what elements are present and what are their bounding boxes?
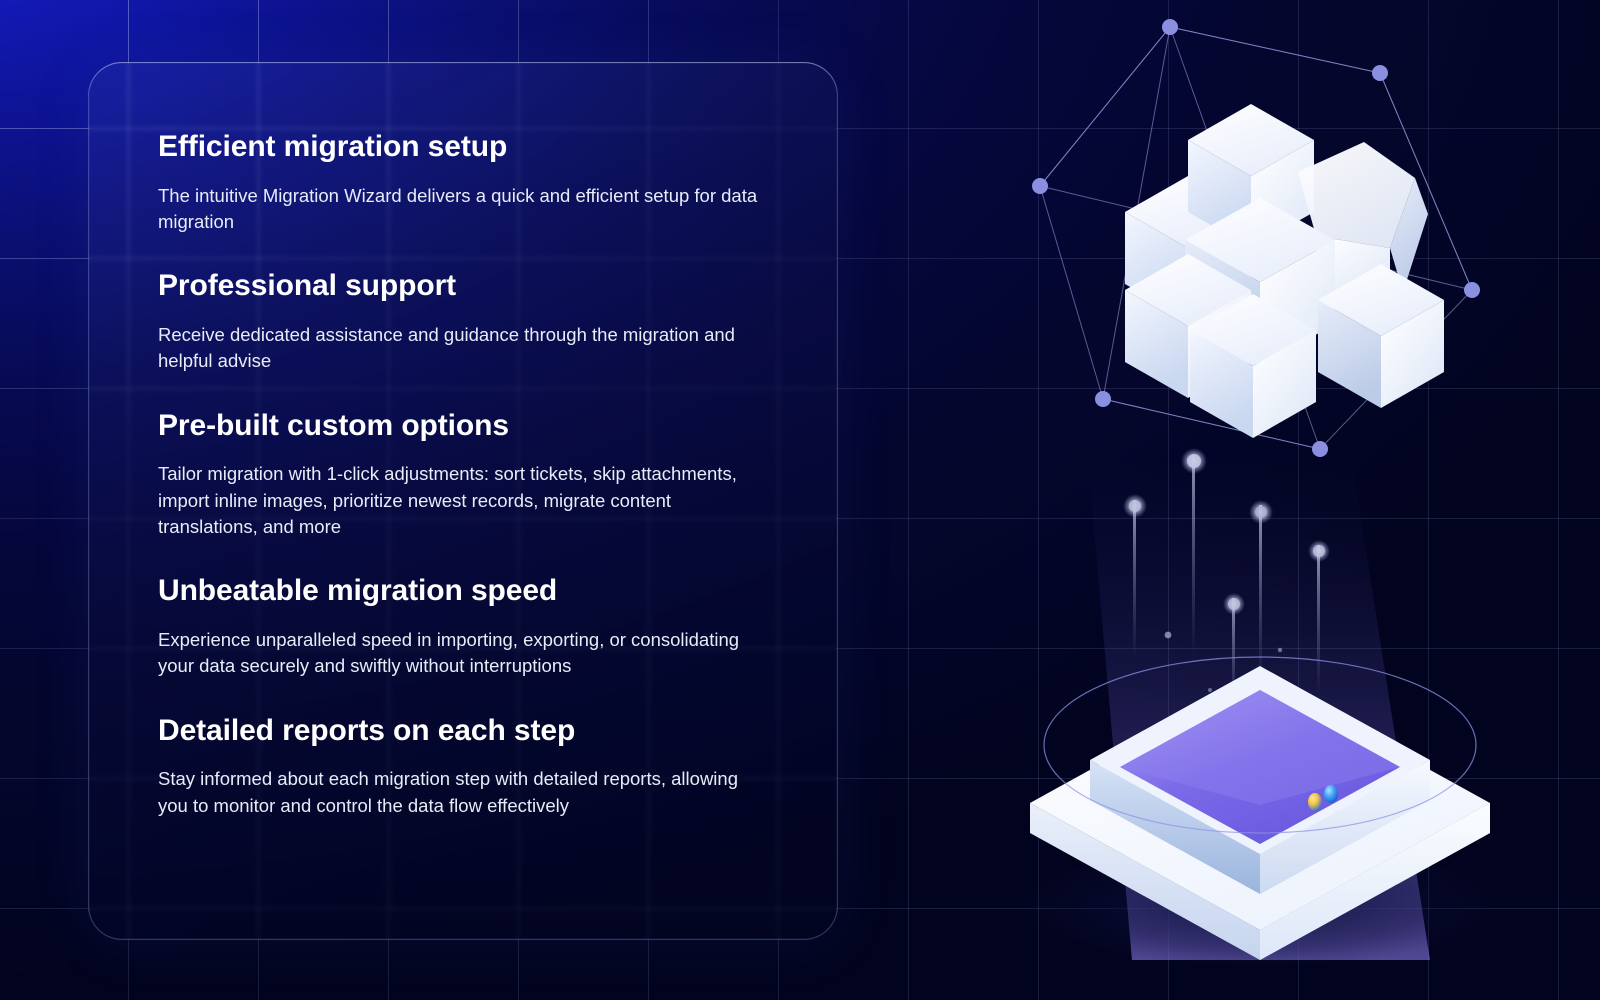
feature-item: Pre-built custom options Tailor migratio… (158, 409, 786, 541)
feature-title: Efficient migration setup (158, 130, 508, 163)
node-top (1162, 19, 1178, 35)
feature-title: Professional support (158, 269, 457, 303)
feature-title: Unbeatable migration speed (158, 574, 558, 608)
feature-description: Tailor migration with 1-click adjustment… (158, 463, 737, 537)
wireframe-nodes (1032, 19, 1480, 457)
node-bottom (1312, 441, 1328, 457)
feature-item: Efficient migration setup The intuitive … (158, 130, 786, 235)
feature-description: The intuitive Migration Wizard delivers … (158, 184, 758, 233)
feature-description: Receive dedicated assistance and guidanc… (158, 324, 735, 372)
hologram-platform (1028, 656, 1492, 967)
node-left (1032, 178, 1048, 194)
feature-item: Detailed reports on each step Stay infor… (158, 714, 786, 819)
feature-description: Stay informed about each migration step … (158, 768, 738, 816)
node-bottom-left (1095, 391, 1111, 407)
feature-item: Professional support Receive dedicated a… (158, 269, 786, 374)
features-card: Efficient migration setup The intuitive … (88, 62, 838, 940)
feature-title: Detailed reports on each step (158, 713, 576, 747)
node-top-right (1372, 65, 1388, 81)
feature-item: Unbeatable migration speed Experience un… (158, 574, 786, 679)
node-right (1464, 282, 1480, 298)
data-cube-cluster (1125, 104, 1444, 438)
hero-illustration (960, 0, 1600, 1000)
feature-title: Pre-built custom options (158, 408, 509, 442)
floating-particles (1123, 448, 1330, 706)
feature-description: Experience unparalleled speed in importi… (158, 629, 740, 677)
